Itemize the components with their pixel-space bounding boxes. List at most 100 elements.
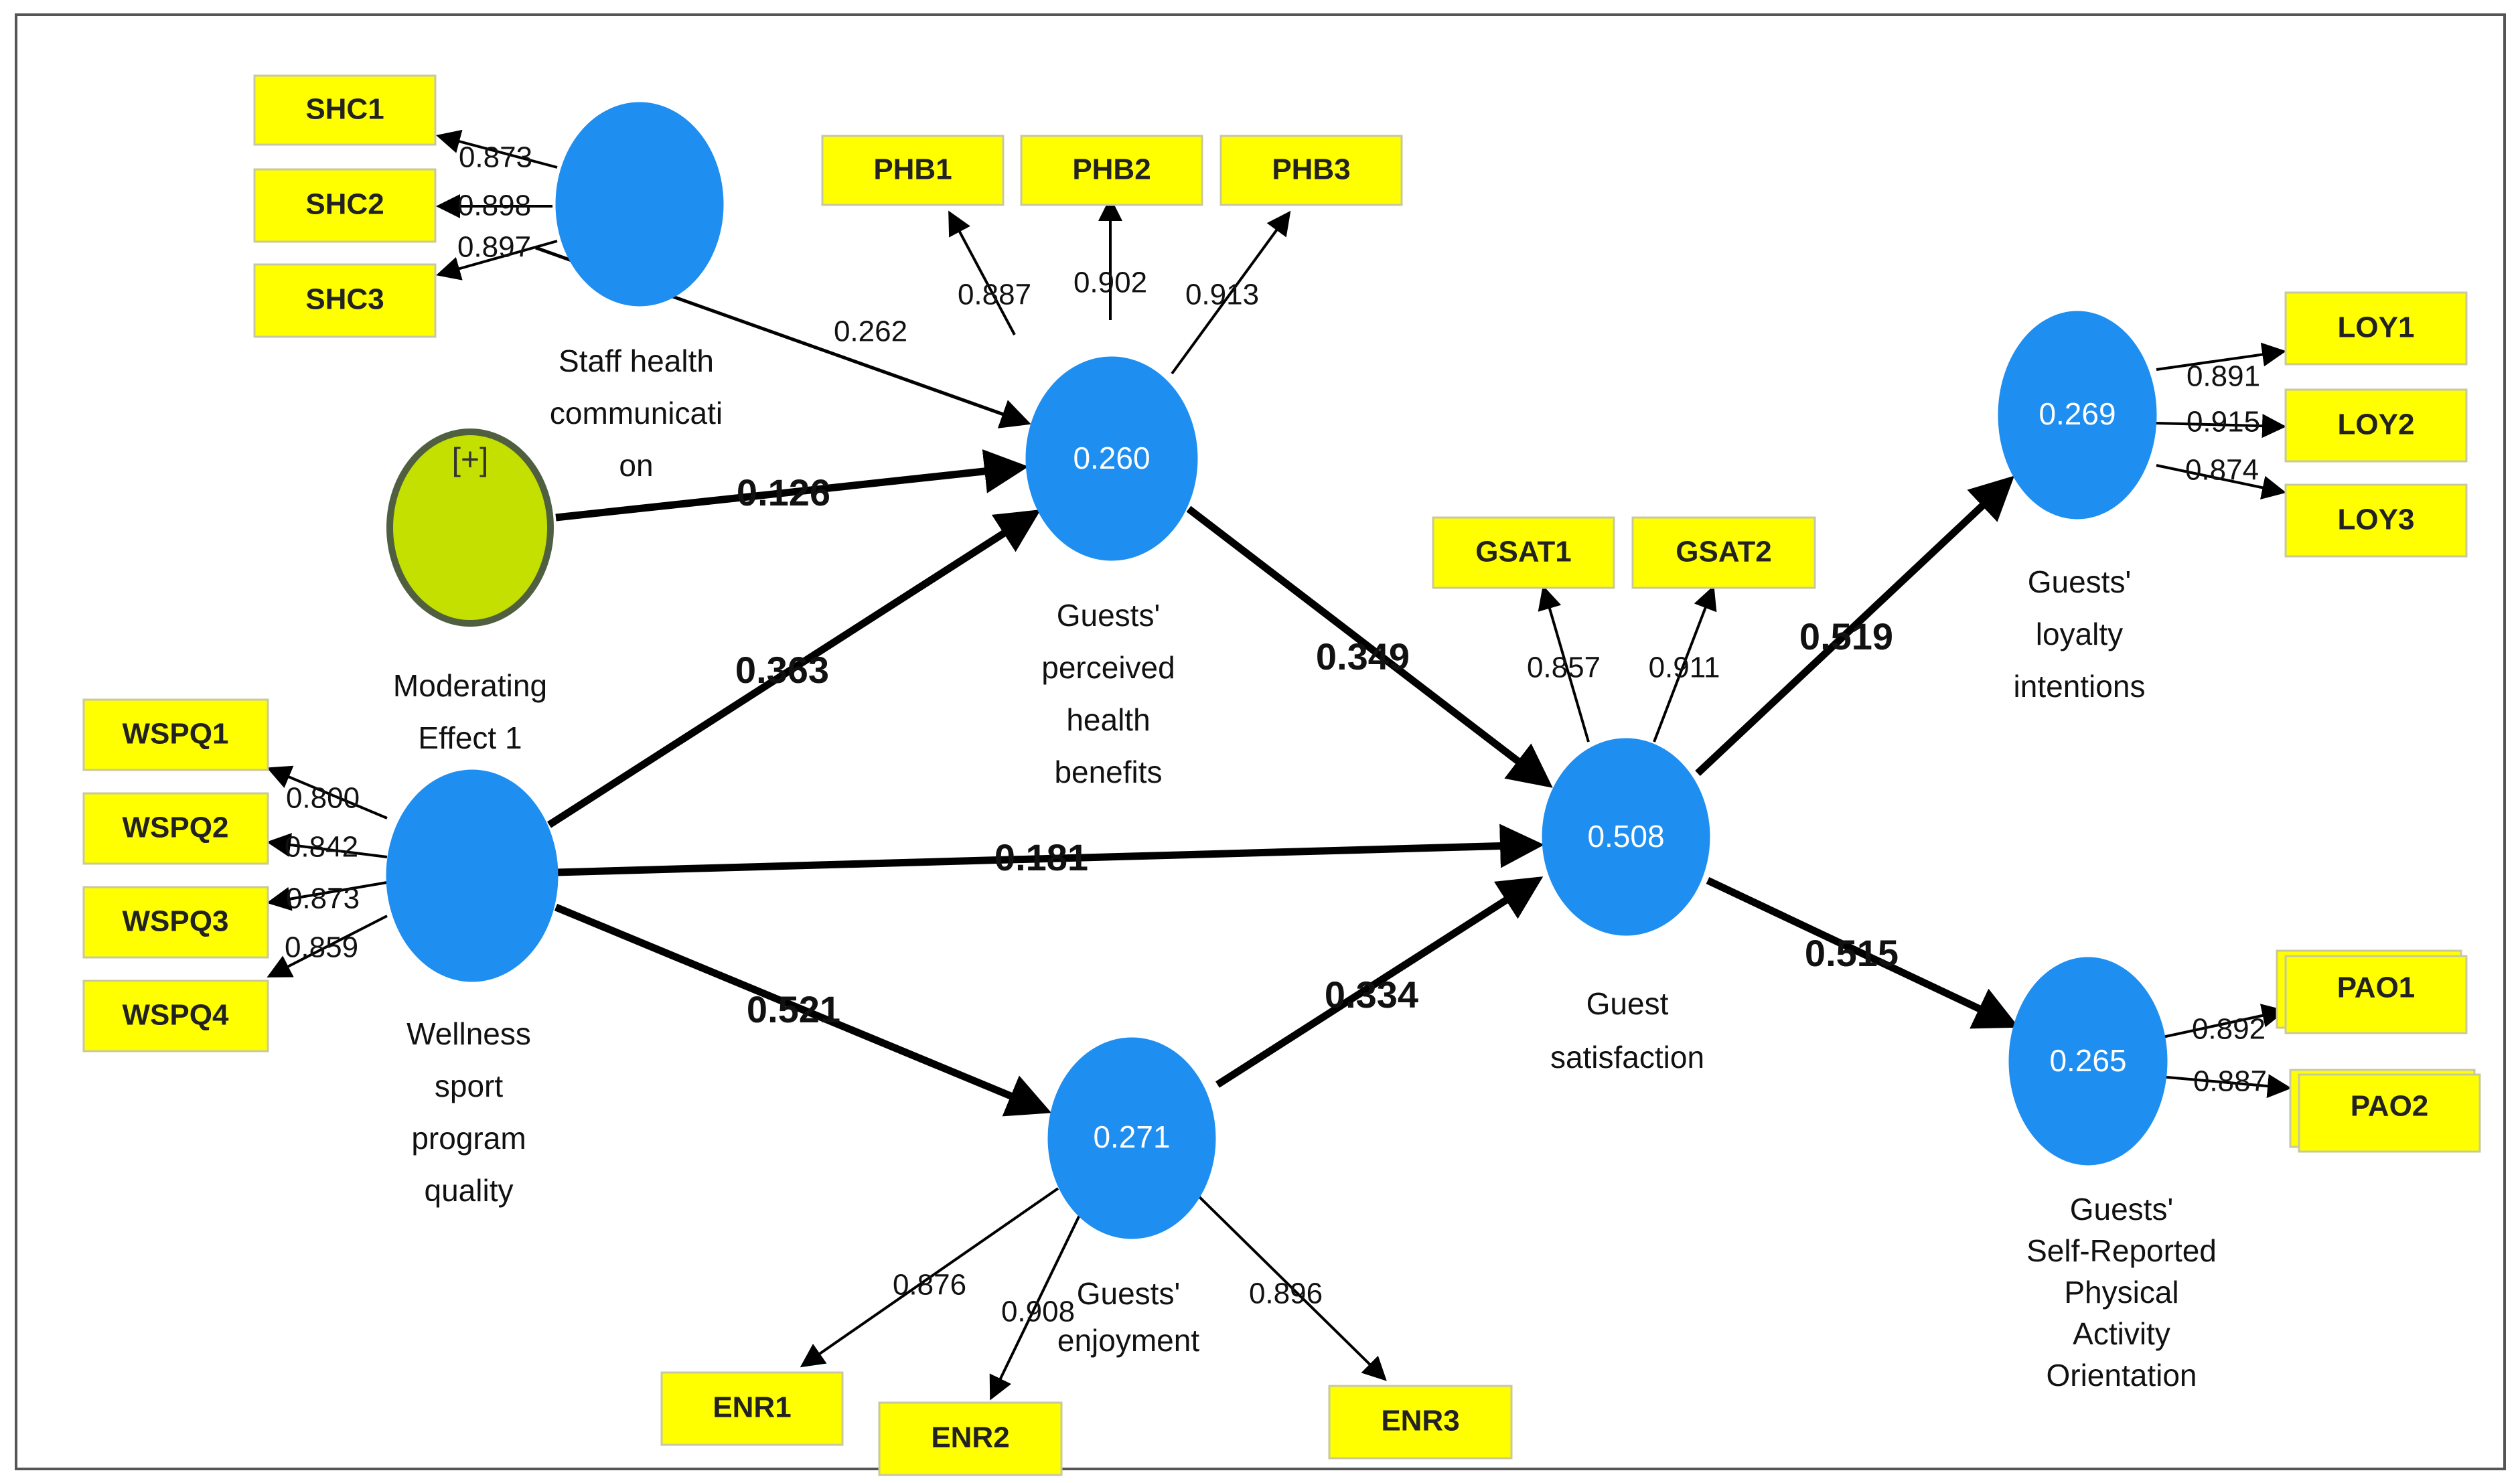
latent-circle bbox=[1542, 738, 1710, 936]
structural-paths bbox=[535, 246, 2019, 1117]
loading-wspq3: 0.873 bbox=[286, 882, 360, 915]
loading-phb2: 0.902 bbox=[1073, 266, 1147, 299]
indicator-wspq4: WSPQ4 bbox=[82, 980, 269, 1052]
svg-text:WSPQ4: WSPQ4 bbox=[123, 999, 229, 1032]
svg-text:SHC1: SHC1 bbox=[305, 93, 384, 126]
coef-gsat-loy: 0.519 bbox=[1799, 615, 1893, 657]
svg-text:SHC3: SHC3 bbox=[305, 283, 384, 316]
coef-gsat-pao: 0.515 bbox=[1805, 932, 1899, 974]
path-coefficients: 0.262 0.126 0.363 0.181 0.521 0.349 0.33… bbox=[735, 315, 1899, 1030]
loading-phb1: 0.887 bbox=[958, 279, 1031, 311]
path-gsat-pao bbox=[1706, 877, 2019, 1029]
svg-text:WSPQ1: WSPQ1 bbox=[123, 718, 229, 751]
r-squared-value: 0.265 bbox=[2049, 1043, 2126, 1078]
indicator-shc2: SHC2 bbox=[253, 168, 437, 243]
latent-circle bbox=[555, 102, 724, 307]
loading-wspq2: 0.842 bbox=[285, 831, 358, 864]
loading-wspq4: 0.859 bbox=[285, 931, 358, 964]
loading-shc2: 0.898 bbox=[457, 189, 531, 222]
svg-text:LOY3: LOY3 bbox=[2338, 503, 2415, 536]
loading-enr3: 0.896 bbox=[1249, 1277, 1323, 1310]
svg-text:GSAT2: GSAT2 bbox=[1676, 536, 1771, 568]
outer-loading-arrows bbox=[267, 129, 2292, 1401]
loading-enr1: 0.876 bbox=[893, 1269, 966, 1302]
svg-text:WSPQ3: WSPQ3 bbox=[123, 905, 229, 938]
indicator-enr2: ENR2 bbox=[878, 1401, 1063, 1476]
loading-pao1: 0.892 bbox=[2192, 1013, 2266, 1046]
latent-circle bbox=[386, 769, 559, 982]
svg-text:WSPQ2: WSPQ2 bbox=[123, 811, 229, 844]
svg-text:LOY1: LOY1 bbox=[2338, 311, 2415, 344]
svg-text:PHB1: PHB1 bbox=[873, 153, 952, 186]
r-squared-value: 0.269 bbox=[2039, 396, 2116, 431]
loading-wspq1: 0.800 bbox=[286, 782, 360, 815]
r-squared-value: 0.508 bbox=[1587, 819, 1664, 854]
indicator-gsat1: GSAT1 bbox=[1432, 516, 1615, 589]
indicator-phb3: PHB3 bbox=[1219, 135, 1403, 206]
svg-text:LOY2: LOY2 bbox=[2338, 408, 2415, 441]
svg-text:PHB3: PHB3 bbox=[1272, 153, 1350, 186]
loading-shc1: 0.873 bbox=[459, 141, 532, 174]
svg-text:ENR1: ENR1 bbox=[713, 1391, 791, 1424]
svg-text:PAO2: PAO2 bbox=[2351, 1090, 2429, 1123]
coef-phb-gsat: 0.349 bbox=[1316, 635, 1410, 678]
svg-text:PAO1: PAO1 bbox=[2337, 971, 2416, 1004]
coef-mod-phb: 0.126 bbox=[737, 471, 830, 514]
outer-loadings: 0.873 0.898 0.897 0.887 0.902 0.913 0.80… bbox=[285, 141, 2267, 1328]
coef-shc-phb: 0.262 bbox=[834, 315, 907, 348]
indicator-gsat2: GSAT2 bbox=[1631, 516, 1816, 589]
indicator-loy2: LOY2 bbox=[2284, 388, 2468, 463]
indicator-enr1: ENR1 bbox=[660, 1371, 844, 1446]
latent-circle bbox=[1025, 356, 1198, 561]
indicator-wspq1: WSPQ1 bbox=[82, 698, 269, 771]
loading-gsat2: 0.911 bbox=[1649, 651, 1720, 684]
path-gsat-loy bbox=[1695, 475, 2015, 777]
indicator-wspq3: WSPQ3 bbox=[82, 886, 269, 959]
indicator-loy1: LOY1 bbox=[2284, 291, 2468, 366]
loading-loy1: 0.891 bbox=[2187, 360, 2260, 393]
coef-wspq-gsat: 0.181 bbox=[994, 836, 1088, 878]
construct-label: Guests'enjoyment bbox=[1057, 1276, 1199, 1358]
loading-loy3: 0.874 bbox=[2185, 454, 2259, 487]
loading-gsat1: 0.857 bbox=[1527, 651, 1601, 684]
path-mod-phb bbox=[555, 449, 1029, 522]
path-enj-gsat bbox=[1215, 876, 1544, 1088]
indicator-phb2: PHB2 bbox=[1020, 135, 1203, 206]
indicator-phb1: PHB1 bbox=[821, 135, 1005, 206]
indicator-pao2: PAO2 bbox=[2289, 1069, 2481, 1153]
coef-wspq-enj: 0.521 bbox=[747, 988, 840, 1030]
path-wspq-enj bbox=[554, 903, 1052, 1117]
coef-enj-gsat: 0.334 bbox=[1325, 973, 1418, 1016]
diagram-frame bbox=[15, 13, 2506, 1470]
latent-circle bbox=[1047, 1037, 1216, 1239]
latent-circle bbox=[2008, 957, 2168, 1166]
moderator-circle bbox=[386, 428, 554, 627]
latent-circle bbox=[1998, 311, 2157, 520]
indicator-wspq2: WSPQ2 bbox=[82, 792, 269, 865]
svg-text:GSAT1: GSAT1 bbox=[1475, 536, 1571, 568]
path-wspq-gsat bbox=[555, 824, 1544, 876]
expand-icon[interactable]: [+] bbox=[452, 443, 489, 478]
coef-wspq-phb: 0.363 bbox=[735, 649, 829, 691]
indicator-enr3: ENR3 bbox=[1328, 1385, 1513, 1460]
indicator-shc3: SHC3 bbox=[253, 263, 437, 338]
path-wspq-phb bbox=[547, 510, 1041, 828]
r-squared-value: 0.260 bbox=[1073, 441, 1150, 475]
indicator-loy3: LOY3 bbox=[2284, 483, 2468, 558]
path-phb-gsat bbox=[1186, 505, 1553, 788]
indicator-pao1: PAO1 bbox=[2276, 949, 2468, 1034]
